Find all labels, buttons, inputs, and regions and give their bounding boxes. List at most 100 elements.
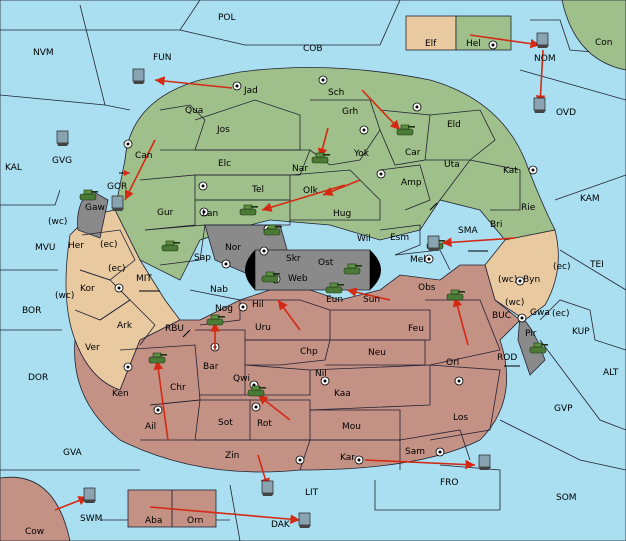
label-eld: Eld — [447, 120, 461, 130]
label-pir: Pir — [525, 329, 537, 339]
label-lit: LIT — [305, 488, 319, 498]
label-rod: ROD — [497, 353, 517, 363]
fleet-unit[interactable] — [132, 68, 146, 85]
region-orn[interactable] — [171, 489, 217, 528]
label-gvg: GVG — [52, 156, 72, 166]
label-kar: Kar — [340, 453, 355, 463]
label-uru: Uru — [255, 323, 271, 333]
label-ec4: (ec) — [552, 309, 570, 319]
label-kaa: Kaa — [334, 389, 351, 399]
label-wc4: (wc) — [505, 298, 524, 308]
label-bri: Bri — [490, 220, 502, 230]
label-neu: Neu — [368, 348, 386, 358]
label-orl: Orl — [446, 358, 459, 368]
label-ec3: (ec) — [553, 262, 571, 272]
label-fun: FUN — [153, 53, 172, 63]
label-ver: Ver — [85, 343, 100, 353]
label-dor: DOR — [28, 373, 48, 383]
label-rot: Rot — [257, 419, 272, 429]
label-nom: NOM — [534, 54, 556, 64]
label-gwa: Gwa — [530, 308, 550, 318]
label-qua: Qua — [185, 106, 203, 116]
label-con: Con — [595, 38, 613, 48]
label-rbu: RBU — [165, 324, 184, 334]
label-sap: Sap — [194, 253, 211, 263]
label-bar: Bar — [203, 362, 219, 372]
label-uta: Uta — [444, 160, 460, 170]
label-cow: Cow — [25, 527, 44, 537]
label-sma: SMA — [458, 226, 478, 236]
fleet-unit[interactable] — [533, 97, 547, 114]
label-jos: Jos — [216, 125, 230, 135]
label-feu: Feu — [408, 324, 424, 334]
label-jad: Jad — [243, 86, 258, 96]
label-ken: Ken — [112, 389, 129, 399]
label-ovd: OVD — [556, 108, 576, 118]
fleet-unit[interactable] — [427, 235, 441, 252]
label-sam: Sam — [405, 447, 425, 457]
label-swm: SWM — [80, 514, 102, 524]
label-wc3: (wc) — [498, 275, 517, 285]
label-zin: Zin — [225, 451, 239, 461]
label-bor: BOR — [22, 306, 41, 316]
label-wc1: (wc) — [48, 217, 67, 227]
label-grh: Grh — [342, 107, 358, 117]
label-kup: KUP — [572, 327, 590, 337]
label-dak: DAK — [271, 520, 291, 530]
fleet-unit[interactable] — [111, 195, 125, 212]
label-chr: Chr — [170, 383, 186, 393]
label-fro: FRO — [440, 478, 459, 488]
label-kal: KAL — [5, 163, 22, 173]
label-ail: Ail — [145, 422, 156, 432]
label-nar: Nar — [292, 164, 308, 174]
label-tei: TEI — [589, 260, 604, 270]
label-mel: Mel — [410, 255, 426, 265]
label-ost: Ost — [318, 258, 334, 268]
label-wil: Wil — [357, 234, 371, 244]
label-cob: COB — [303, 44, 323, 54]
label-ark: Ark — [117, 321, 133, 331]
label-qwi: Qwi — [233, 374, 250, 384]
fleet-unit[interactable] — [536, 32, 550, 49]
label-elc: Elc — [218, 159, 231, 169]
label-elf: Elf — [425, 39, 437, 49]
fleet-unit[interactable] — [261, 480, 275, 497]
label-ec1: (ec) — [100, 240, 118, 250]
label-hug: Hug — [333, 209, 351, 219]
label-can: Can — [135, 151, 153, 161]
label-alt: ALT — [603, 368, 619, 378]
label-her: Her — [68, 241, 84, 251]
label-lan: Lan — [202, 209, 218, 219]
label-skr: Skr — [286, 254, 301, 264]
label-gaw: Gaw — [85, 203, 105, 213]
label-sot: Sot — [218, 418, 233, 428]
label-web: Web — [288, 274, 308, 284]
label-kat: Kat — [503, 166, 518, 176]
label-kam: KAM — [580, 194, 600, 204]
fleet-unit[interactable] — [83, 487, 97, 504]
label-ec2: (ec) — [108, 264, 126, 274]
region-hel[interactable] — [455, 15, 512, 51]
label-mou: Mou — [342, 422, 361, 432]
label-kor: Kor — [80, 284, 95, 294]
fleet-unit[interactable] — [56, 130, 70, 147]
label-wc2: (wc) — [55, 291, 74, 301]
label-obs: Obs — [418, 283, 436, 293]
label-som: SOM — [556, 493, 577, 503]
label-gur: Gur — [157, 208, 174, 218]
label-sun: Sun — [363, 295, 380, 305]
label-gor: GOR — [107, 182, 127, 192]
label-orn: Orn — [187, 516, 203, 526]
label-nor: Nor — [225, 243, 241, 253]
label-amp: Amp — [401, 178, 422, 188]
label-eun: Eun — [326, 295, 343, 305]
fleet-unit[interactable] — [298, 512, 312, 529]
label-hel: Hel — [466, 39, 481, 49]
label-hil: Hil — [252, 300, 264, 310]
label-rie: Rie — [521, 203, 536, 213]
label-nog: Nog — [215, 304, 233, 314]
label-chp: Chp — [300, 347, 318, 357]
fleet-unit[interactable] — [478, 454, 492, 471]
convoy-links — [119, 170, 520, 367]
